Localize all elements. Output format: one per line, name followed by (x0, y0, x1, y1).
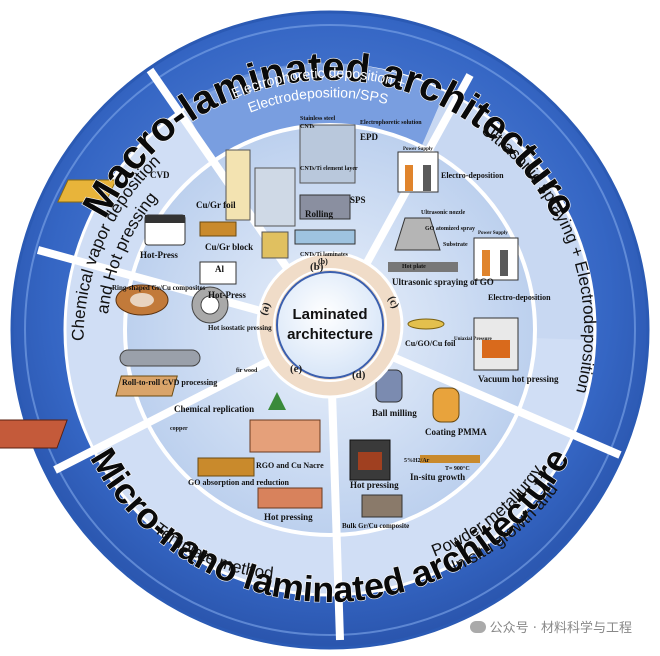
label-c-ps1: Power Supply (403, 147, 433, 152)
label-c-spray: GO atomized spray (425, 226, 475, 232)
label-b-sps: SPS (350, 195, 366, 205)
label-d-ball: Ball milling (372, 408, 417, 418)
label-b-cnts: CNTs (300, 124, 315, 130)
label-c-substrate: Substrate (443, 242, 468, 248)
center-title-line1: Laminated (292, 306, 367, 323)
label-d-insitu: In-situ growth (410, 472, 465, 482)
label-a-r2r: Roll-to-roll CVD processing (122, 378, 217, 387)
label-c-nozzle: Ultrasonic nozzle (421, 210, 465, 216)
sector-e-tag: (e) (290, 363, 303, 375)
label-b-element-layer: CNTs/Ti element layer (300, 166, 358, 172)
sector-b-tag: (b) (310, 261, 324, 273)
sector-c-illustrations (388, 151, 519, 371)
label-b-tag-inner: (b) (318, 257, 328, 266)
label-e-wood: fir wood (236, 368, 258, 374)
sector-a-tag: (a) (258, 301, 274, 317)
inner-labels: CVD Cu/Gr foil Cu/Gr block Hot-Press Al … (112, 116, 559, 530)
inner-ring-inner-edge (273, 268, 387, 382)
label-a-hotpress-1: Hot-Press (140, 250, 178, 260)
label-a-cugr-block: Cu/Gr block (205, 242, 253, 252)
label-d-pmma: Coating PMMA (425, 427, 487, 437)
sector-d-tag: (d) (352, 369, 366, 381)
label-a-hotpress-2: Hot-Press (208, 290, 246, 300)
label-c-ed1: Electro-deposition (441, 171, 504, 180)
label-a-ring: Ring-shaped Gr/Cu composites (112, 284, 206, 292)
label-c-ps2: Power Supply (478, 231, 508, 236)
sector-a-illustrations (57, 179, 237, 367)
label-a-al: Al (215, 264, 224, 274)
label-d-bulk: Bulk Gr/Cu composite (342, 522, 409, 530)
label-c-foil: Cu/GO/Cu foil (405, 339, 456, 348)
sector-c-header (420, 92, 593, 340)
label-c-ed2: Electro-deposition (488, 293, 551, 302)
sector-e-illustrations (0, 375, 323, 509)
outer-ring-highlight (24, 24, 636, 636)
label-b-solution: Electrophoretic solution (360, 120, 422, 126)
watermark-text: 公众号 · 材料科学与工程 (489, 621, 632, 636)
label-e-nacre: RGO and Cu Nacre (256, 461, 324, 470)
label-e-replication: Chemical replication (174, 404, 254, 414)
wechat-icon (469, 621, 486, 633)
label-d-temp: T= 900°C (445, 465, 470, 472)
sector-c-tag: (c) (385, 294, 401, 310)
label-c-hotplate: Hot plate (402, 264, 426, 270)
label-d-gas: 5%H2/Ar (404, 458, 430, 464)
label-b-stainless: Stainless steel (300, 116, 335, 122)
label-b-epd: EPD (360, 132, 379, 142)
label-c-spraying: Ultrasonic spraying of GO (392, 277, 494, 287)
label-e-copper: copper (170, 426, 188, 432)
label-b-rolling: Rolling (305, 209, 334, 219)
label-c-pressure: Uniaxial Pressure (454, 337, 493, 342)
label-d-hp: Hot pressing (350, 480, 399, 490)
sector-b-header (182, 62, 445, 160)
watermark: 公众号 · 材料科学与工程 (469, 617, 632, 636)
label-a-cvd: CVD (150, 170, 170, 180)
label-c-vhp: Vacuum hot pressing (478, 374, 559, 384)
label-b-laminates: CNTs/Ti laminates (300, 252, 349, 258)
center-circle (276, 271, 384, 379)
center-title-line2: architecture (287, 326, 373, 343)
label-a-hip: Hot isostatic pressing (208, 324, 272, 332)
label-e-hp: Hot pressing (264, 512, 313, 522)
label-a-cugr-foil: Cu/Gr foil (196, 200, 236, 210)
sector-b-illustrations (225, 124, 356, 259)
label-e-go: GO absorption and reduction (188, 478, 290, 487)
sector-d-illustrations (349, 369, 480, 518)
